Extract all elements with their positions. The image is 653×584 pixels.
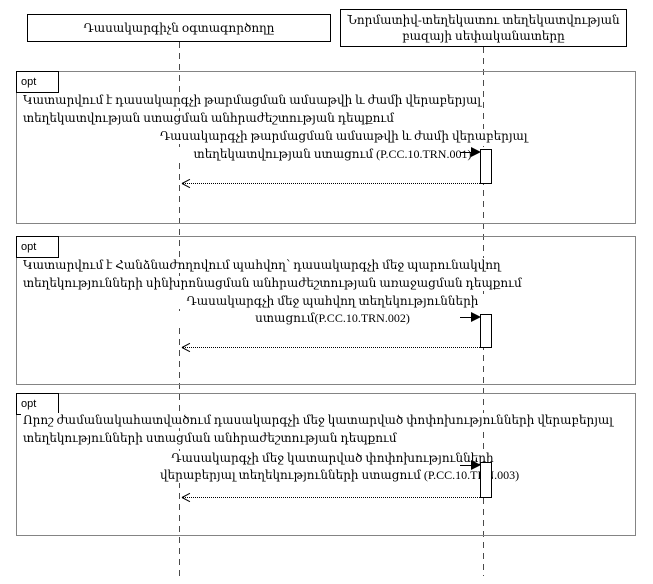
message-text-1-line1: Դասակարգչի թարմացման ամսաթվի և ժամի վերա… [160,129,528,144]
opt-operator-label-3: opt [16,393,59,415]
request-arrow-line-1 [460,152,473,153]
return-arrow-line-1 [182,183,480,184]
activation-bar-3 [480,462,492,498]
actor-box-reference-db-owner: Նորմատիվ-տեղեկատու տեղեկատվության բազայի… [340,9,627,47]
message-text-3-line2: վերաբերյալ տեղեկությունների ստացում (P.C… [160,468,520,483]
return-arrow-line-2 [182,347,480,348]
return-arrow-line-3 [182,497,480,498]
opt-operator-label-1: opt [16,71,59,93]
message-text-3-line1: Դասակարգչի մեջ կատարված փոփոխությունների [160,451,505,466]
opt-operator-label-2: opt [16,236,59,258]
opt-fragment-2 [16,236,636,385]
message-text-1-line2: տեղեկատվության ստացում (P.CC.10.TRN.001) [160,147,505,162]
request-arrowhead-icon-3 [471,460,481,470]
guard-text-1-line1: Կատարվում է դասակարգչի թարմացման ամսաթվի… [21,93,484,108]
actor-box-classifier-user: Դասակարգիչն օգտագործողը [27,14,331,42]
message-text-2-line1: Դասակարգչի մեջ պահվող տեղեկությունների [160,294,505,309]
guard-text-2-line1: Կատարվում է Հանձնաժողովում պահվող՝ դասակ… [21,258,503,273]
request-arrow-line-2 [460,317,473,318]
activation-bar-2 [480,314,492,348]
activation-bar-1 [480,149,492,184]
message-text-2-line2: ստացում(P.CC.10.TRN.002) [160,311,505,326]
guard-text-3-line1: Որոշ ժամանակահատվածում դասակարգչի մեջ կա… [21,413,615,428]
guard-text-3-line2: տեղեկությունների ստացման անհրաժեշտության… [21,431,399,446]
actor-label-reference-db-owner: Նորմատիվ-տեղեկատու տեղեկատվության բազայի… [347,13,620,43]
lifeline-user [179,42,180,576]
opt-fragment-3 [16,393,636,536]
actor-label-classifier-user: Դասակարգիչն օգտագործողը [83,21,275,35]
request-arrowhead-icon-2 [471,312,481,322]
opt-fragment-1 [16,71,636,224]
guard-text-2-line2: տեղեկությունների սինխրոնացման անհրաժեշտո… [21,276,524,291]
guard-text-1-line2: տեղեկատվության ստացման անհրաժեշտության դ… [21,111,396,126]
request-arrowhead-icon-1 [471,147,481,157]
request-arrow-line-3 [460,465,473,466]
